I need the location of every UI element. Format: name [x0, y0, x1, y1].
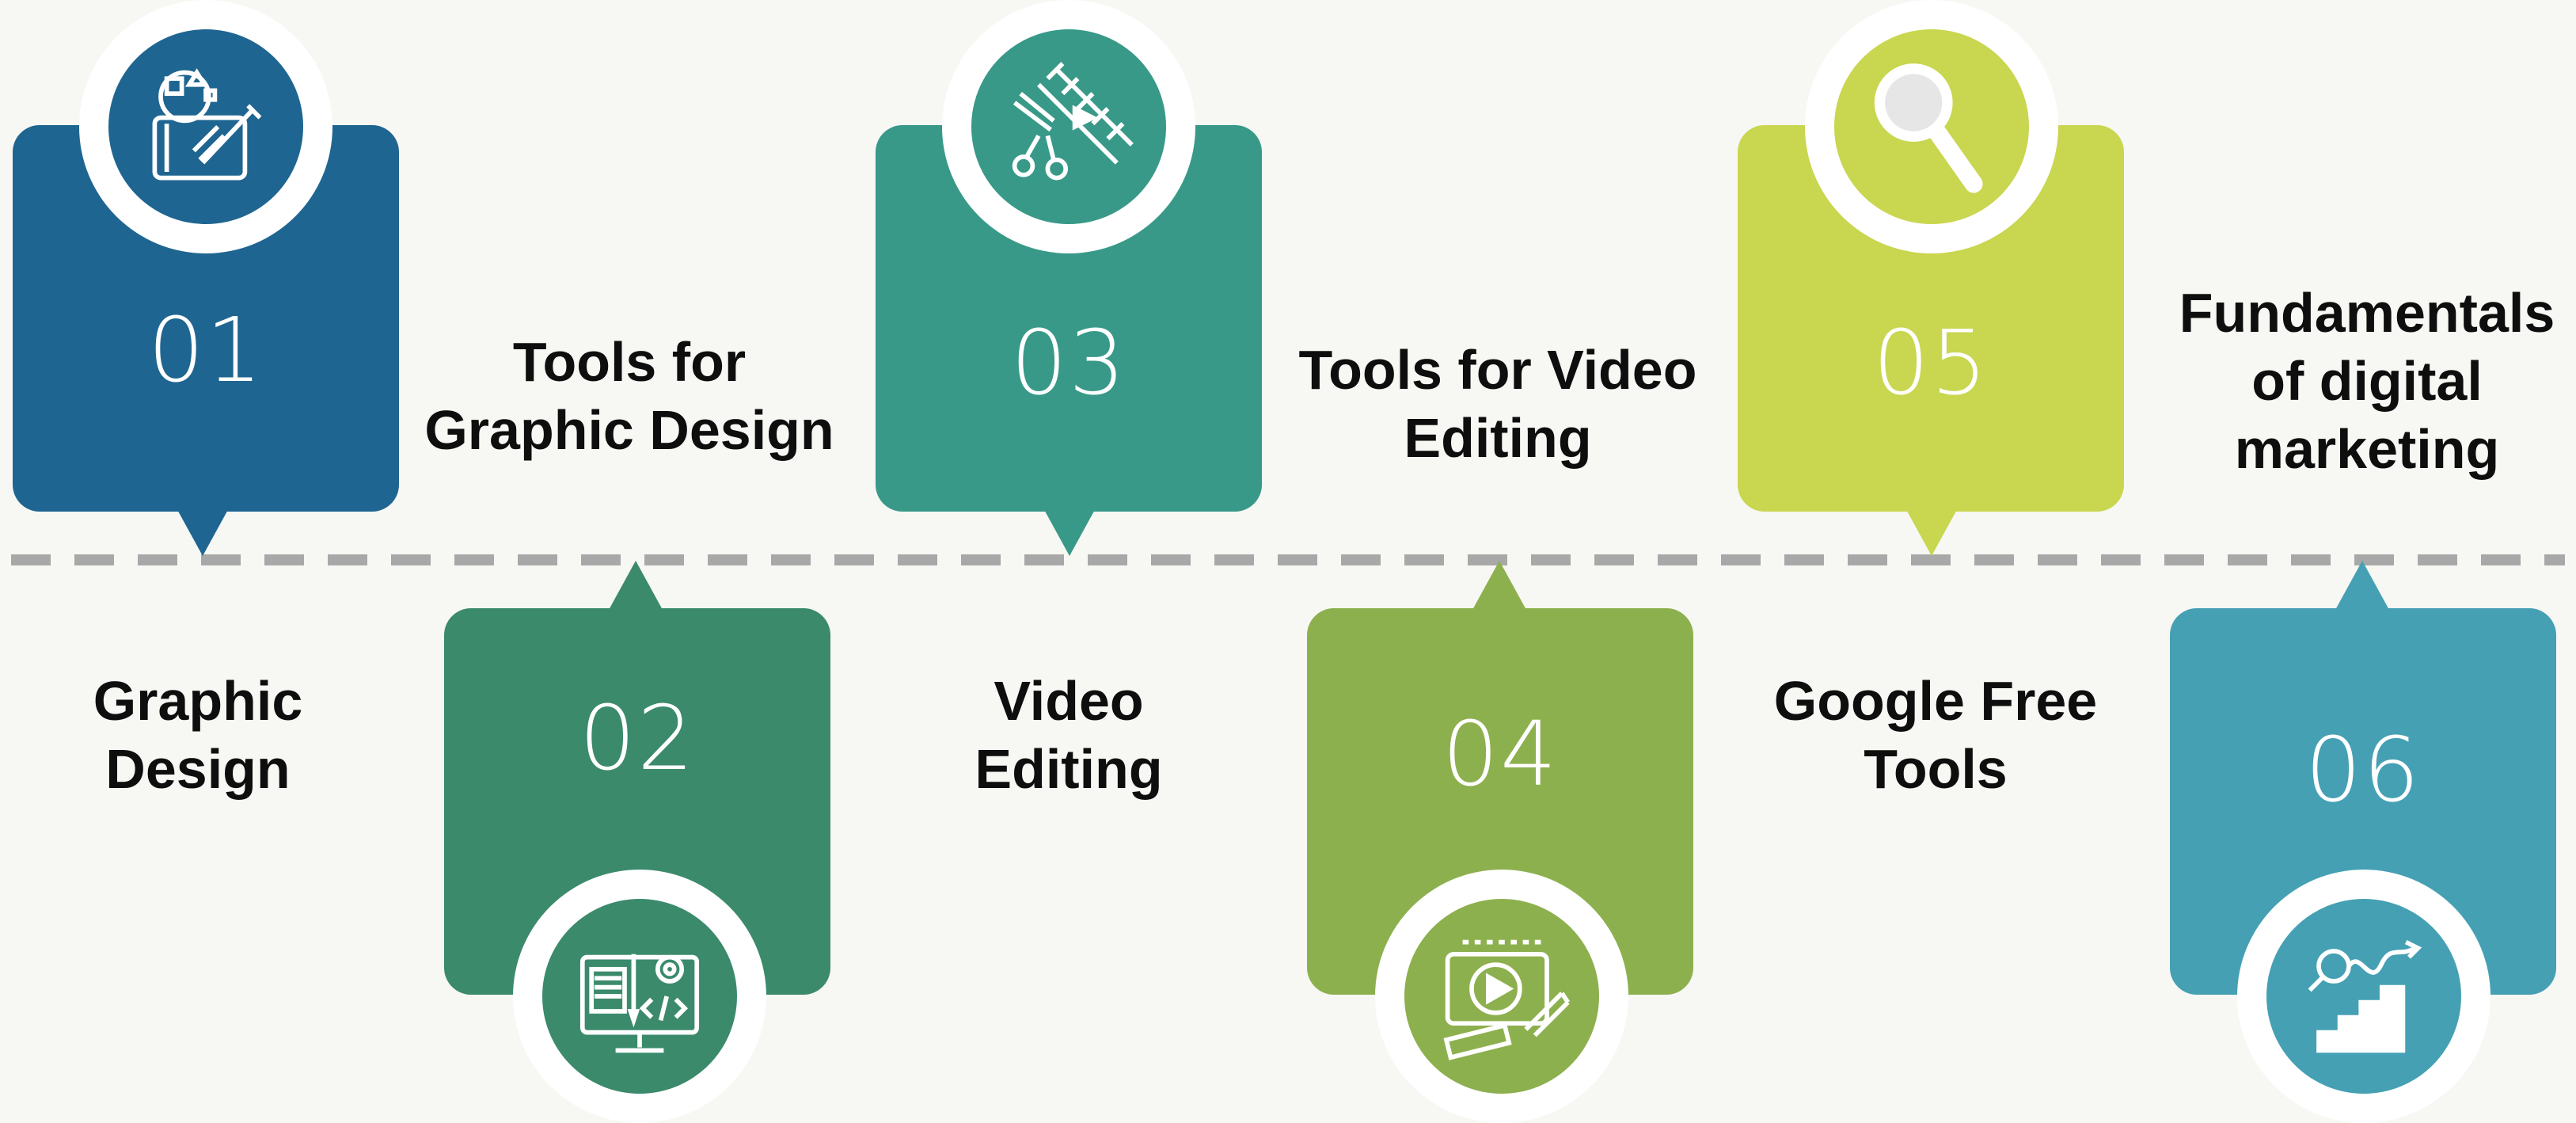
icon-badge-03 — [942, 0, 1195, 253]
timeline-divider — [11, 554, 2565, 565]
web-design-monitor-icon — [579, 954, 700, 1053]
step-label-05: Google Free Tools — [1773, 670, 2098, 800]
growth-stairs-icon — [2308, 940, 2422, 1053]
card-02-pointer — [609, 561, 663, 610]
card-03-pointer — [1043, 507, 1096, 556]
icon-badge-05 — [1805, 0, 2058, 253]
step-label-03: Video Editing — [975, 670, 1163, 800]
icon-badge-06 — [2237, 870, 2491, 1123]
step-number: 06 — [2304, 719, 2422, 822]
video-editing-screen-icon — [1443, 939, 1570, 1060]
icon-badge-01 — [79, 0, 332, 253]
icon-badge-02 — [513, 870, 766, 1123]
film-scissors-icon — [1012, 62, 1134, 181]
step-label-01: Graphic Design — [93, 670, 303, 800]
card-01-pointer — [176, 507, 230, 556]
step-label-02: Tools for Graphic Design — [424, 331, 834, 461]
step-number: 01 — [147, 299, 264, 402]
card-05-pointer — [1905, 507, 1959, 556]
card-04-pointer — [1472, 561, 1526, 610]
step-number: 03 — [1010, 312, 1127, 415]
graphic-design-tablet-icon — [152, 68, 262, 181]
magnifier-icon — [1874, 63, 1983, 193]
step-number: 02 — [579, 687, 696, 790]
icon-badge-04 — [1375, 870, 1628, 1123]
step-label-04: Tools for Video Editing — [1298, 339, 1697, 469]
card-06-pointer — [2335, 561, 2389, 610]
step-label-06: Fundamentals of digital marketing — [2179, 282, 2555, 480]
step-number: 04 — [1442, 703, 1559, 806]
step-number: 05 — [1872, 312, 1989, 415]
